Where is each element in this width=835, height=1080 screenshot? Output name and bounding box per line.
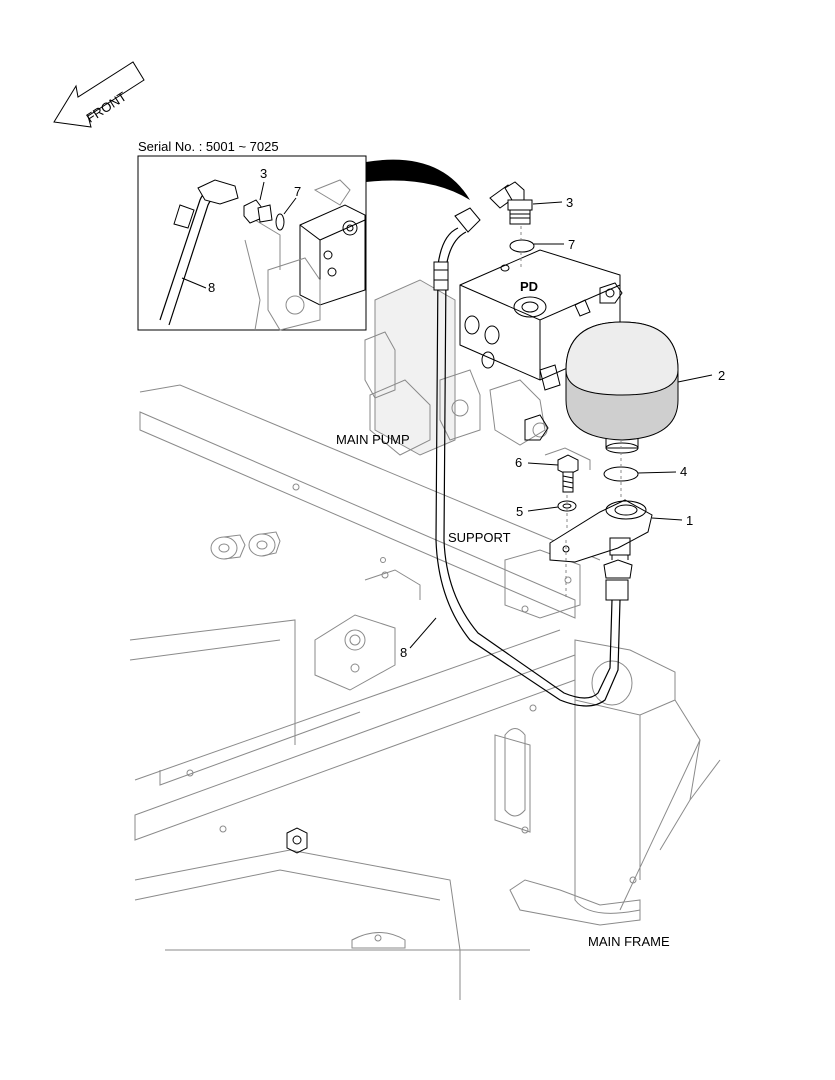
callout-5: 5	[516, 504, 523, 519]
callout-7: 7	[568, 237, 575, 252]
o-ring-7	[509, 239, 535, 253]
main-pump-drawing: PD MAIN PUMP	[336, 249, 623, 470]
support-bracket	[549, 440, 653, 600]
frame-bolt	[286, 827, 308, 854]
callouts: 3 7 2 4 1 6 5 8	[400, 195, 725, 660]
bolt-6	[557, 454, 579, 493]
callout-3: 3	[566, 195, 573, 210]
main-pump-label: MAIN PUMP	[336, 432, 410, 447]
front-arrow: FRONT	[53, 61, 145, 128]
callout-4: 4	[680, 464, 687, 479]
inset-callout-7: 7	[294, 184, 301, 199]
inset-pointer-arrow	[366, 159, 470, 200]
inset-callout-3: 3	[260, 166, 267, 181]
washer-5	[557, 495, 577, 530]
inset-serial-caption: Serial No. : 5001 ~ 7025	[138, 139, 279, 154]
callout-8: 8	[400, 645, 407, 660]
support-label: SUPPORT	[448, 530, 511, 545]
front-label: FRONT	[83, 89, 129, 126]
port-label-pd: PD	[520, 279, 538, 294]
main-frame-label: MAIN FRAME	[588, 934, 670, 949]
frame-bushings	[210, 531, 281, 560]
callout-6: 6	[515, 455, 522, 470]
elbow-adapter-3	[489, 181, 533, 225]
hose-8	[433, 207, 633, 707]
callout-2: 2	[718, 368, 725, 383]
inset-detail: Serial No. : 5001 ~ 7025 3 7 8	[137, 139, 367, 331]
inset-callout-8: 8	[208, 280, 215, 295]
callout-1: 1	[686, 513, 693, 528]
main-frame-drawing	[129, 384, 721, 1000]
accumulator	[565, 321, 679, 454]
